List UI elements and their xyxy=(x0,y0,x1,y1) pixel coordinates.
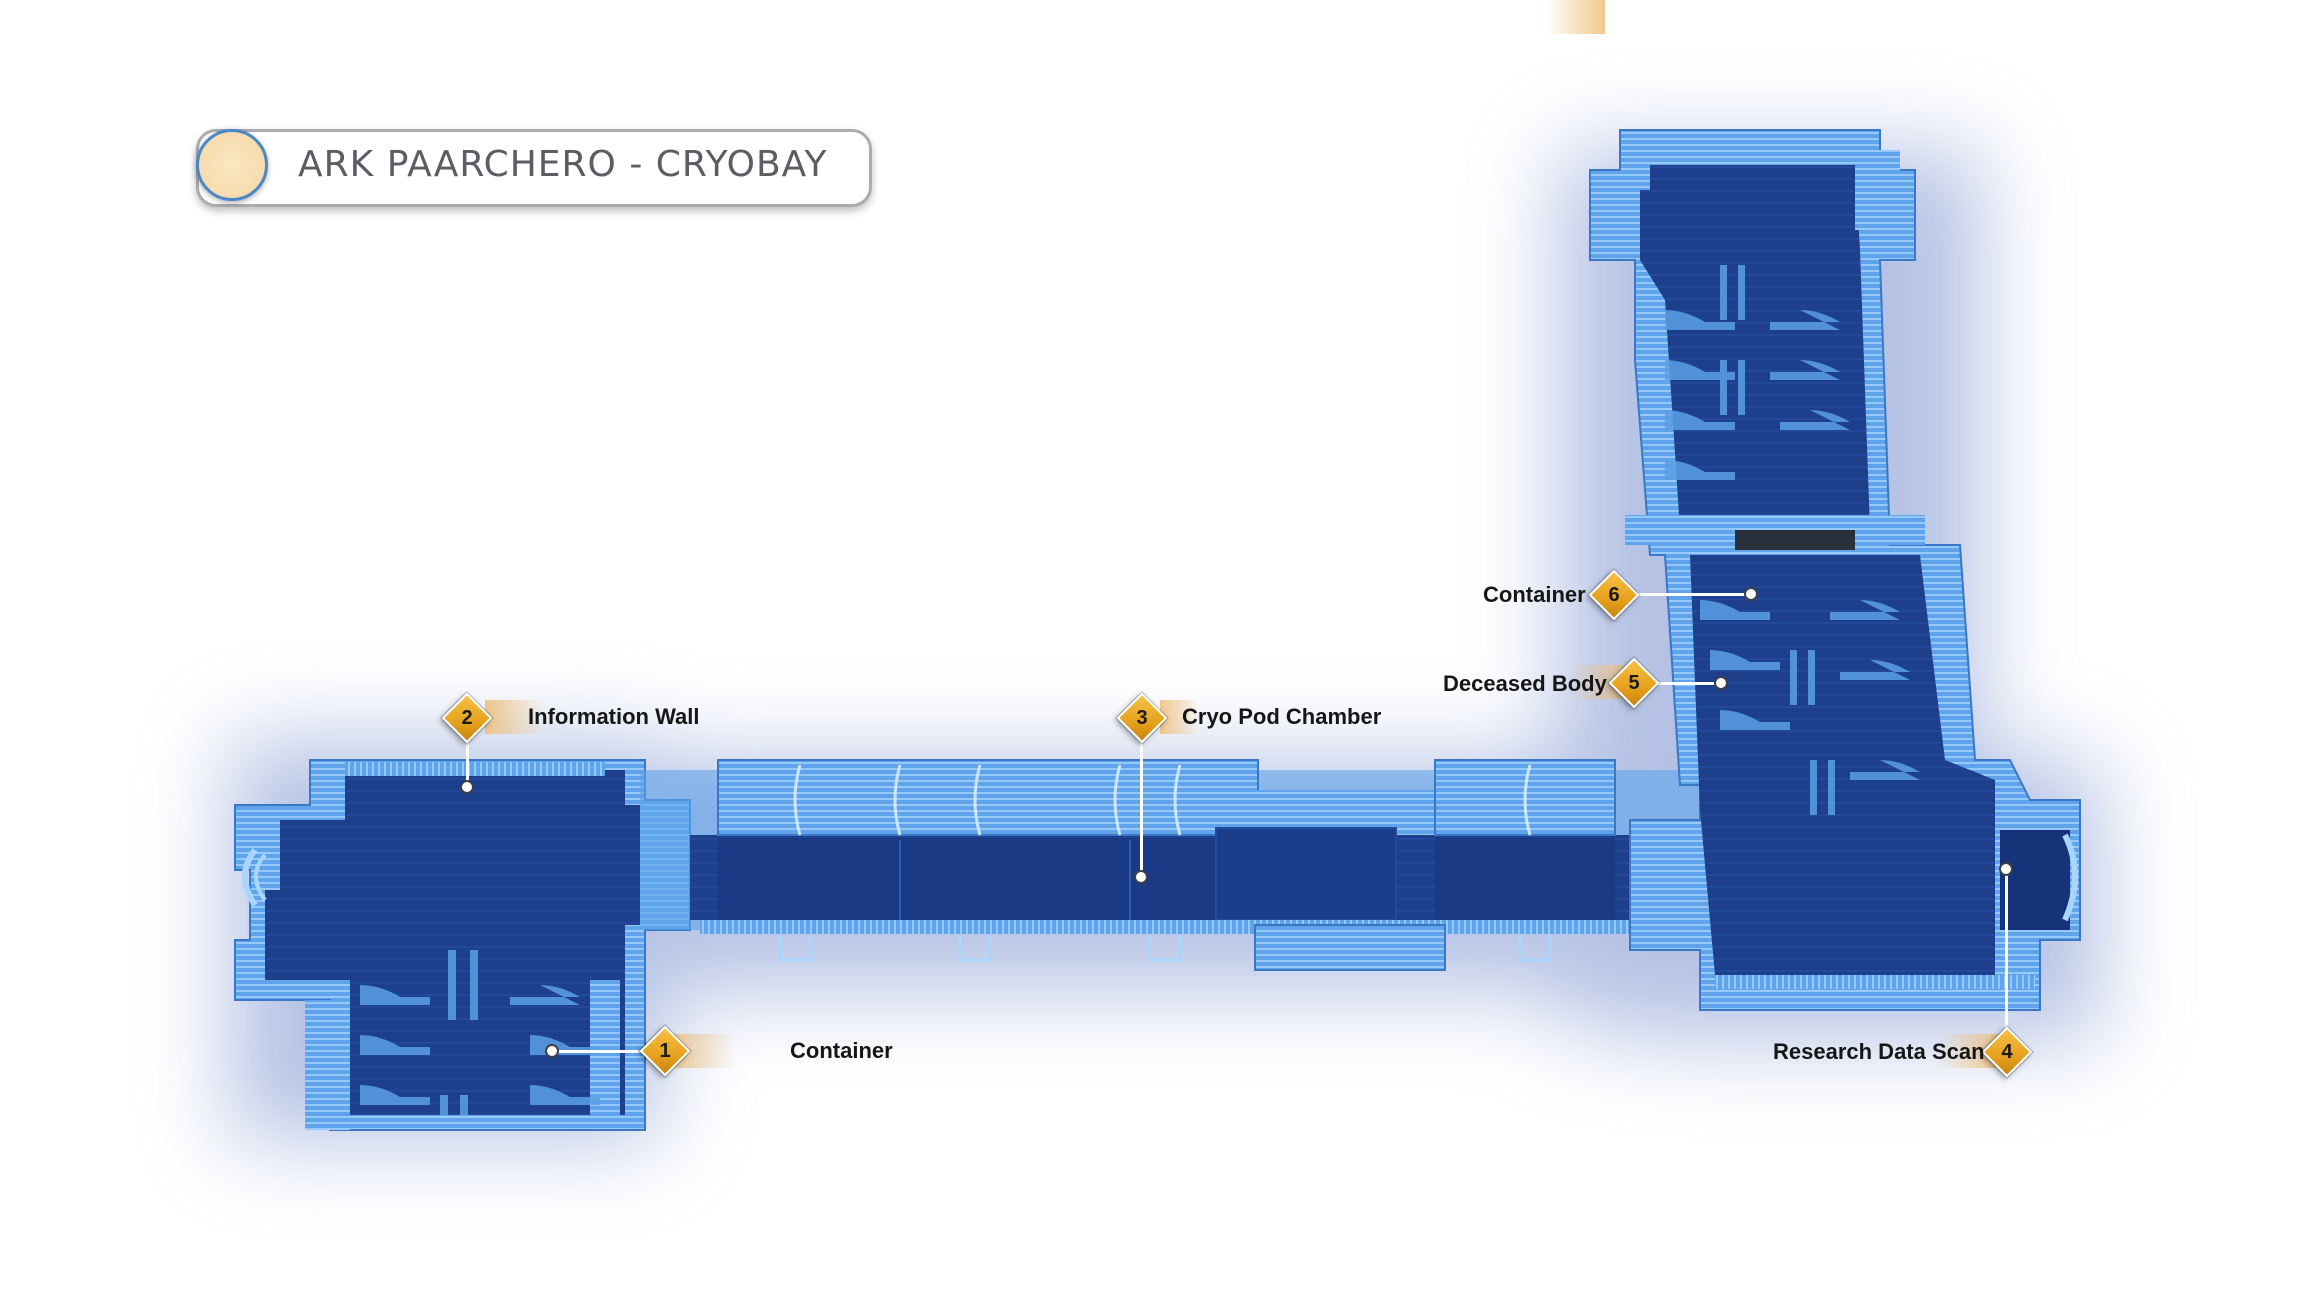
poi-dot-information-wall[interactable] xyxy=(460,780,474,794)
main-corridor xyxy=(640,759,1720,971)
marker-3-leader xyxy=(1140,735,1143,875)
marker-1-label: Container xyxy=(790,1038,893,1063)
left-room xyxy=(234,759,691,1131)
marker-5-leader xyxy=(1652,682,1724,685)
marker-2-label: Information Wall xyxy=(528,704,700,729)
poi-dot-research-data-scan[interactable] xyxy=(1999,862,2013,876)
marker-4-label: Research Data Scan xyxy=(1773,1039,1985,1064)
marker-6-leader xyxy=(1632,593,1752,596)
marker-5-number: 5 xyxy=(1628,672,1640,694)
marker-5-label: Deceased Body xyxy=(1443,671,1607,696)
map-title: ARK PAARCHERO - CRYOBAY xyxy=(298,144,828,185)
poi-dot-container-1[interactable] xyxy=(545,1044,559,1058)
cryobay-emblem-icon xyxy=(196,129,268,201)
marker-2-leader xyxy=(466,740,469,786)
marker-1-number: 1 xyxy=(659,1040,671,1062)
poi-dot-cryo-pod-chamber[interactable] xyxy=(1134,870,1148,884)
marker-4-leader xyxy=(2005,868,2008,1048)
marker-6-number: 6 xyxy=(1608,584,1620,606)
map-title-pill xyxy=(196,129,872,207)
marker-1-leader xyxy=(554,1050,644,1053)
marker-4-number: 4 xyxy=(2001,1041,2013,1063)
marker-6-label: Container xyxy=(1483,582,1586,607)
poi-dot-deceased-body[interactable] xyxy=(1714,676,1728,690)
marker-6-glow xyxy=(1545,0,1605,34)
marker-2-number: 2 xyxy=(461,707,473,729)
poi-dot-container-6[interactable] xyxy=(1744,587,1758,601)
marker-3-number: 3 xyxy=(1136,707,1148,729)
marker-2-glow xyxy=(485,700,545,734)
right-hall xyxy=(1589,129,2081,1011)
marker-3-label: Cryo Pod Chamber xyxy=(1182,704,1382,729)
